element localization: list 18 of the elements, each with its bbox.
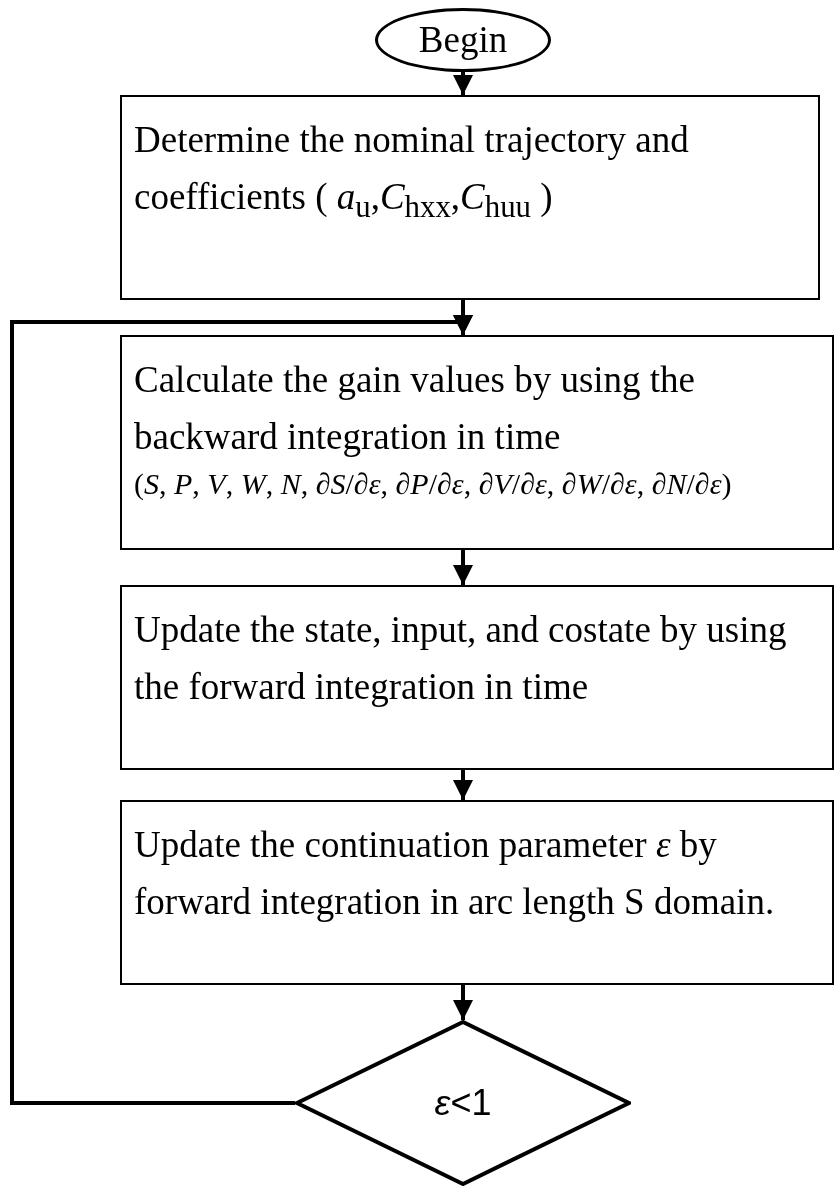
node-text: Calculate the gain values by using the backward integration in time <box>134 358 697 460</box>
arrow <box>453 72 473 95</box>
arrow <box>453 770 473 800</box>
process-box <box>120 95 820 300</box>
start-ellipse <box>375 8 551 72</box>
process-box <box>120 800 834 985</box>
node-text: Determine the nominal trajectory and coefficients ( a$_{u}$,C$_{hxx}$,C$_{huu}$ ) <box>134 118 690 227</box>
node-text: Update the continuation parameter ε by forward integration in arc length S domain. <box>134 823 776 925</box>
arrow <box>453 985 473 1020</box>
node-text: Begin <box>418 18 508 63</box>
formula-text: (S, P, V, W, N, ∂S/∂ε, ∂P/∂ε, ∂V/∂ε, ∂W/∂ε, ∂N/∂ε) <box>134 465 733 502</box>
process-box <box>120 585 834 770</box>
arrow <box>10 315 473 1105</box>
node-text: ε<1 <box>434 1081 492 1126</box>
node-text: Update the state, input, and costate by using the forward integration in time <box>134 608 788 710</box>
arrow <box>453 550 473 585</box>
decision-diamond <box>295 1020 631 1186</box>
process-box <box>120 335 834 550</box>
